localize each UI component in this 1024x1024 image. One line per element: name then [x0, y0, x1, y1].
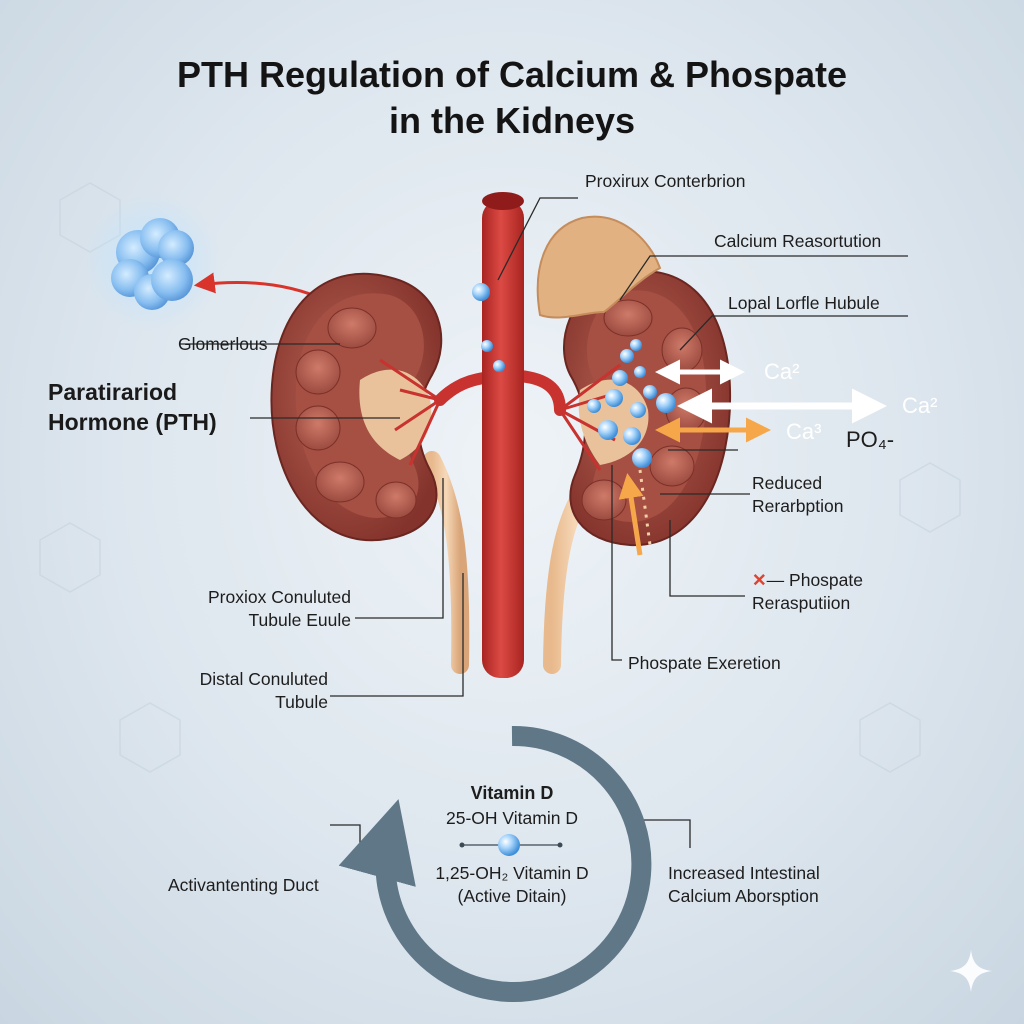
phosphate-arrow-up	[618, 473, 644, 556]
aorta	[482, 200, 524, 678]
title-line-2: in the Kidneys	[388, 100, 636, 141]
label-proxirux-conterbrion: Proxirux Conterbrion	[585, 171, 746, 191]
aorta-opening	[482, 192, 524, 210]
ion-ca-right: Ca²	[902, 393, 938, 418]
vitamin-d-active-block: 1,25-OH₂ Vitamin D (Active Ditain)	[405, 862, 619, 908]
blocked-x-icon: ✕	[752, 570, 767, 590]
label-pth: Paratirariod Hormone (PTH)	[48, 377, 217, 437]
ion-ca-top: Ca²	[764, 359, 800, 384]
label-phospate-rerasputiion: ✕— Phospate Rerasputiion	[752, 569, 863, 615]
label-phospate-reab-line-2: Rerasputiion	[752, 593, 851, 613]
dash-mark: —	[766, 570, 785, 590]
vitamin-d-step-3: (Active Ditain)	[457, 886, 567, 906]
vitamin-d-connector	[459, 834, 563, 856]
label-distal-line-1: Distal Conuluted	[199, 669, 328, 689]
vitamin-d-step-1: 25-OH Vitamin D	[446, 808, 578, 828]
label-phospate-reab-line-1: Phospate	[789, 570, 863, 590]
label-increased-line-2: Calcium Aborsption	[668, 886, 819, 906]
label-proxiox-line-1: Proxiox Conuluted	[208, 587, 351, 607]
parathyroid-gland	[82, 192, 222, 332]
title-line-1: PTH Regulation of Calcium & Phospate	[176, 54, 848, 95]
label-pth-line-1: Paratirariod	[48, 379, 178, 405]
label-proxiox-line-2: Tubule Euule	[248, 610, 351, 630]
label-phospate-exeretion: Phospate Exeretion	[628, 653, 781, 673]
left-ureter	[423, 451, 470, 674]
label-glomerlous: Glomerlous	[178, 334, 268, 354]
vitamin-d-cycle	[338, 725, 652, 1002]
label-activantenting-duct: Activantenting Duct	[168, 875, 319, 895]
calcium-ions	[472, 283, 676, 468]
vitamin-d-block: Vitamin D 25-OH Vitamin D	[412, 782, 612, 830]
label-reduced-line-2: Rerarbption	[752, 496, 844, 516]
left-kidney	[270, 272, 443, 542]
label-pth-line-2: Hormone (PTH)	[48, 409, 217, 435]
label-calcium-reasortution: Calcium Reasortution	[714, 231, 882, 251]
ion-ca-orange: Ca³	[786, 419, 822, 444]
vitamin-d-step-2: 1,25-OH₂ Vitamin D	[435, 863, 589, 883]
label-increased-absorption: Increased Intestinal Calcium Aborsption	[668, 862, 820, 908]
sparkle-icon	[950, 950, 992, 992]
label-increased-line-1: Increased Intestinal	[668, 863, 820, 883]
ion-po4: PO₄-	[846, 427, 895, 452]
label-distal-tubule: Distal Conuluted Tubule	[150, 668, 328, 714]
vitamin-d-title: Vitamin D	[470, 783, 554, 803]
label-lopal-lorfle-hubule: Lopal Lorfle Hubule	[728, 293, 880, 313]
right-kidney	[558, 270, 732, 547]
label-distal-line-2: Tubule	[275, 692, 328, 712]
label-reduced-line-1: Reduced	[752, 473, 823, 493]
label-reduced-rerarbption: Reduced Rerarbption	[752, 472, 843, 518]
diagram-title: PTH Regulation of Calcium & Phospate in …	[0, 52, 1024, 144]
label-proxiox-tubule: Proxiox Conuluted Tubule Euule	[160, 586, 351, 632]
